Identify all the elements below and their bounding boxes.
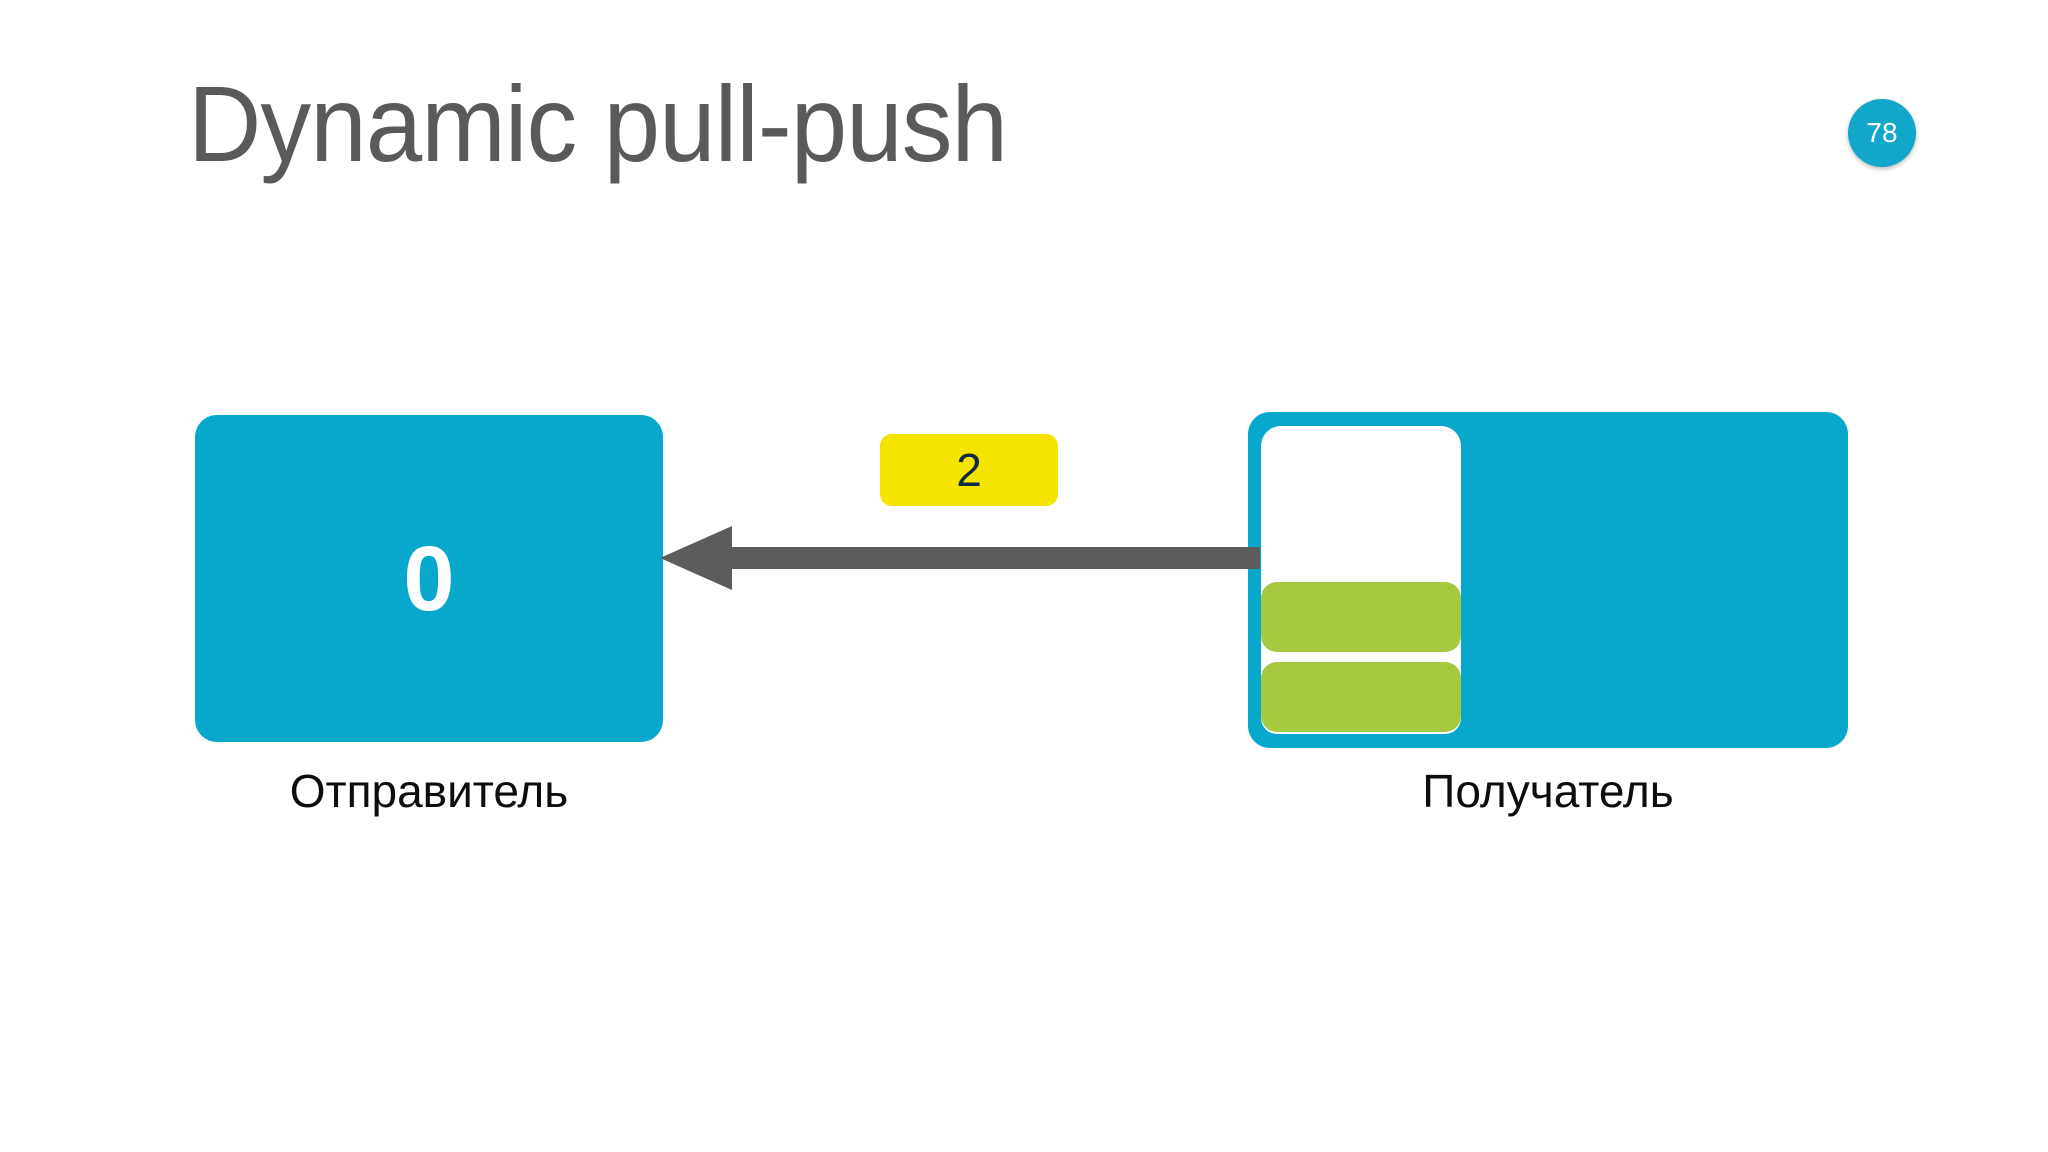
flow-arrow-left-icon (660, 526, 1260, 590)
sender-label: Отправитель (289, 765, 569, 817)
receiver-node (1248, 412, 1848, 748)
buffer-slot-filled (1261, 582, 1461, 652)
transfer-count-badge: 2 (880, 434, 1058, 506)
page-number-badge: 78 (1848, 99, 1916, 167)
sender-node: 0 (195, 415, 663, 742)
sender-value: 0 (403, 527, 455, 630)
receiver-label: Получатель (1422, 765, 1674, 817)
buffer-slot-filled (1261, 662, 1461, 732)
page-title: Dynamic pull-push (188, 63, 1008, 184)
receiver-buffer (1261, 426, 1461, 734)
